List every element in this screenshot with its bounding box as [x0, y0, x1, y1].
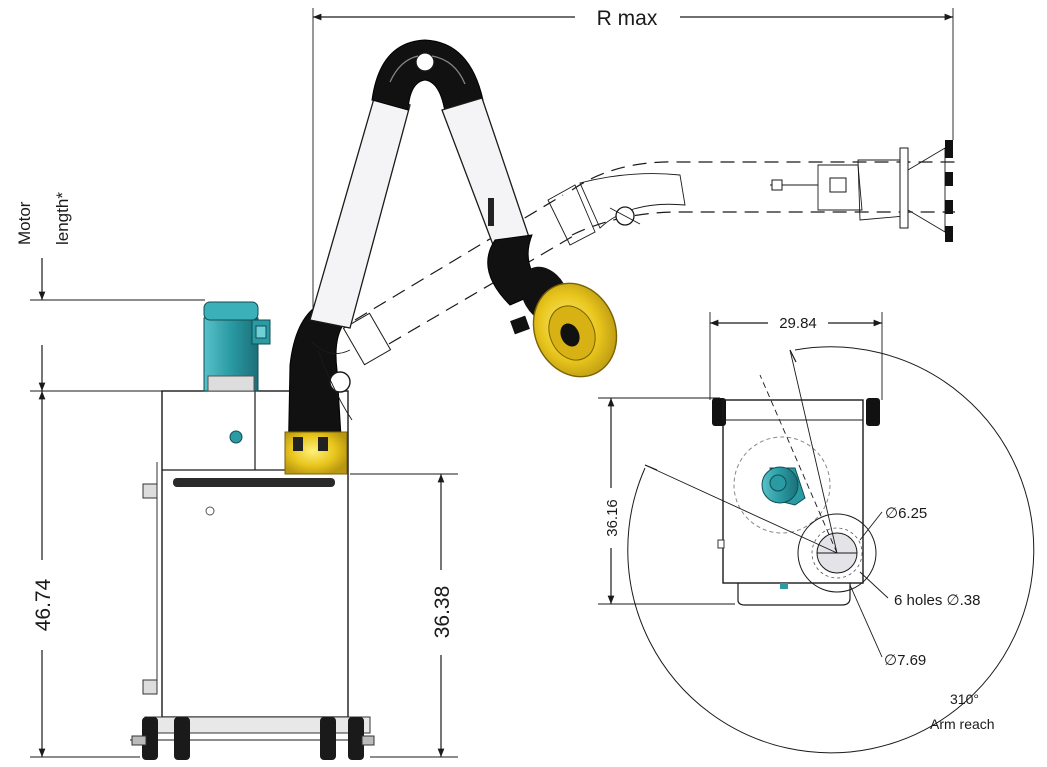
- reach-text-label: Arm reach: [930, 716, 995, 732]
- dia-625-label: ∅6.25: [885, 505, 927, 522]
- holes-label: 6 holes ∅.38: [894, 592, 980, 609]
- motor-label-line2: length*: [53, 192, 72, 245]
- motor-label-line1: Motor: [15, 201, 34, 245]
- r-max-label: R max: [597, 7, 658, 30]
- dia-769-label: ∅7.69: [884, 652, 926, 669]
- motor: [203, 301, 271, 392]
- height-total-label: 46.74: [32, 578, 55, 631]
- capture-hood: [510, 266, 618, 378]
- width-label: 29.84: [779, 315, 817, 332]
- reach-angle-label: 310°: [950, 691, 979, 707]
- r-max-dimension: R max: [312, 7, 954, 310]
- table-height-label: 36.38: [431, 586, 454, 639]
- depth-label: 36.16: [604, 499, 621, 537]
- height-dimensions-left: 46.74: [30, 258, 205, 758]
- top-view: 29.84 36.16 ∅6.25: [598, 312, 1035, 754]
- cabinet-knob: [229, 430, 243, 444]
- table-height-dimension: 36.38: [350, 473, 458, 758]
- far-hood-ghost: [770, 140, 953, 242]
- extraction-arm: [284, 39, 955, 475]
- motor-length-label: Motor length*: [15, 192, 72, 245]
- caster-wheels: [131, 717, 375, 760]
